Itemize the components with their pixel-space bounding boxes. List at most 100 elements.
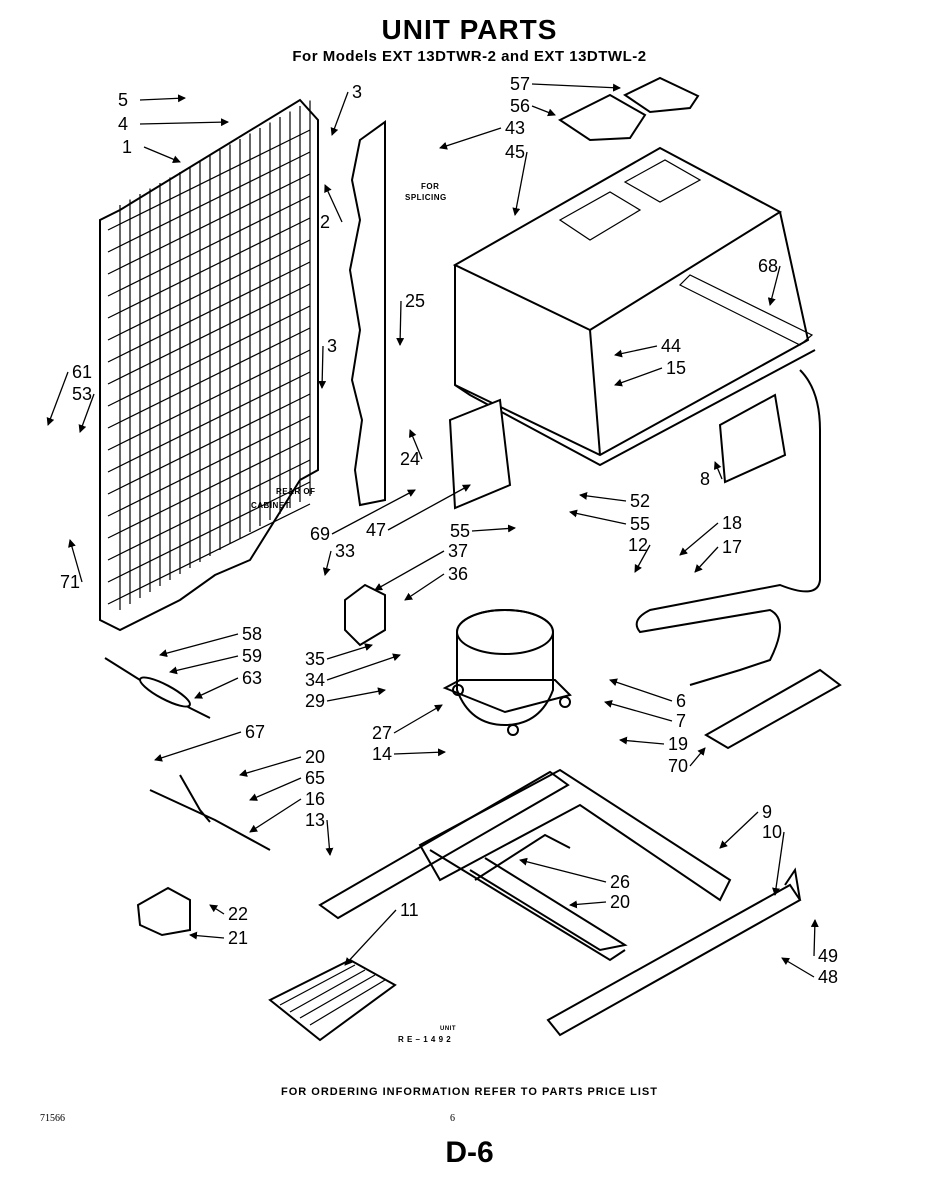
callout-26: 26 bbox=[610, 872, 630, 892]
condenser-part-11 bbox=[268, 958, 397, 1042]
drawing-code: R E – 1 4 9 2 bbox=[398, 1035, 451, 1044]
coil-tube bbox=[107, 415, 311, 517]
leader-line-63 bbox=[194, 677, 239, 699]
coil-tube bbox=[107, 437, 311, 539]
callout-53: 53 bbox=[72, 384, 92, 404]
leader-line-10 bbox=[772, 831, 785, 896]
callout-25: 25 bbox=[405, 291, 425, 311]
leader-line-22 bbox=[209, 904, 225, 915]
callout-3a: 3 bbox=[352, 82, 362, 102]
coil-tube bbox=[107, 129, 311, 231]
callout-2: 2 bbox=[320, 212, 330, 232]
note-cabinet: CABINET bbox=[251, 501, 290, 510]
leader-line-14 bbox=[393, 748, 446, 757]
callout-21: 21 bbox=[228, 928, 248, 948]
leader-line-53 bbox=[78, 393, 95, 433]
callout-56: 56 bbox=[510, 96, 530, 116]
callout-58: 58 bbox=[242, 624, 262, 644]
callout-20a: 20 bbox=[305, 747, 325, 767]
leader-line-29 bbox=[326, 687, 386, 702]
callout-59: 59 bbox=[242, 646, 262, 666]
leader-line-33 bbox=[322, 550, 332, 576]
leader-line-3a bbox=[330, 91, 349, 136]
callout-67: 67 bbox=[245, 722, 265, 742]
callout-5: 5 bbox=[118, 90, 128, 110]
leader-line-47 bbox=[387, 484, 471, 531]
callout-35: 35 bbox=[305, 649, 325, 669]
leader-line-37 bbox=[374, 550, 445, 591]
callout-45: 45 bbox=[505, 142, 525, 162]
leader-line-3b bbox=[318, 345, 327, 389]
leader-line-68 bbox=[767, 265, 781, 306]
leader-line-15 bbox=[614, 367, 663, 387]
leader-line-19 bbox=[619, 736, 665, 745]
leader-line-52 bbox=[579, 491, 627, 502]
leader-line-18 bbox=[679, 522, 719, 556]
callout-12: 12 bbox=[628, 535, 648, 555]
coil-tube bbox=[107, 327, 311, 429]
leader-line-1 bbox=[143, 146, 181, 163]
leader-line-7 bbox=[604, 700, 673, 722]
coil-tube bbox=[107, 481, 311, 583]
callout-22: 22 bbox=[228, 904, 248, 924]
callout-7: 7 bbox=[676, 711, 686, 731]
refrigerant-tube bbox=[635, 369, 821, 686]
coil-tube bbox=[107, 371, 311, 473]
relay-cover-part-37 bbox=[344, 583, 386, 647]
leader-line-56 bbox=[531, 105, 556, 117]
callout-65: 65 bbox=[305, 768, 325, 788]
leader-line-20a bbox=[239, 756, 302, 777]
callout-29: 29 bbox=[305, 691, 325, 711]
callout-44: 44 bbox=[661, 336, 681, 356]
base-frame bbox=[318, 768, 732, 962]
leader-line-2 bbox=[324, 184, 343, 223]
leader-line-71 bbox=[68, 539, 83, 583]
note-splicing: SPLICING bbox=[405, 193, 447, 202]
leader-line-17 bbox=[694, 546, 719, 573]
callout-55a: 55 bbox=[630, 514, 650, 534]
callout-55b: 55 bbox=[450, 521, 470, 541]
leader-line-57 bbox=[531, 83, 621, 92]
leader-line-16 bbox=[249, 798, 302, 833]
callout-20b: 20 bbox=[610, 892, 630, 912]
ordering-info: FOR ORDERING INFORMATION REFER TO PARTS … bbox=[281, 1086, 658, 1098]
coil-tube bbox=[107, 239, 311, 341]
note-rear-of: REAR OF bbox=[276, 487, 316, 496]
leader-line-35 bbox=[326, 643, 373, 660]
page-title: UNIT PARTS bbox=[381, 14, 558, 45]
leader-line-67 bbox=[154, 731, 242, 762]
callout-11: 11 bbox=[400, 900, 419, 920]
coil-tube bbox=[107, 503, 311, 605]
coil-tube bbox=[107, 305, 311, 407]
leader-line-55a bbox=[569, 509, 627, 525]
callout-24: 24 bbox=[400, 449, 420, 469]
shroud-part-21 bbox=[136, 886, 191, 937]
leader-line-45 bbox=[512, 151, 528, 216]
callout-9: 9 bbox=[762, 802, 772, 822]
callout-36: 36 bbox=[448, 564, 468, 584]
leader-line-20b bbox=[569, 900, 607, 909]
leader-line-55b bbox=[471, 524, 516, 533]
callout-70: 70 bbox=[668, 756, 688, 776]
callout-1: 1 bbox=[122, 137, 132, 157]
callout-4: 4 bbox=[118, 114, 128, 134]
leader-line-44 bbox=[614, 345, 658, 358]
callout-16: 16 bbox=[305, 789, 325, 809]
cabinet-rear-panel bbox=[348, 120, 386, 507]
callout-48: 48 bbox=[818, 967, 838, 987]
coil-tube bbox=[107, 151, 311, 253]
catalog-number: 71566 bbox=[40, 1113, 65, 1124]
callout-3b: 3 bbox=[327, 336, 337, 356]
coil-tube bbox=[107, 349, 311, 451]
callout-69: 69 bbox=[310, 524, 330, 544]
leader-line-12 bbox=[634, 544, 651, 573]
duct-part-57 bbox=[623, 76, 700, 114]
leader-line-4 bbox=[139, 118, 229, 127]
mounting-panel bbox=[448, 398, 512, 510]
model-subtitle: For Models EXT 13DTWR-2 and EXT 13DTWL-2 bbox=[292, 48, 647, 65]
callout-61: 61 bbox=[72, 362, 92, 382]
note-unit: UNIT bbox=[440, 1026, 456, 1032]
callout-63: 63 bbox=[242, 668, 262, 688]
callout-19: 19 bbox=[668, 734, 688, 754]
callout-27: 27 bbox=[372, 723, 392, 743]
